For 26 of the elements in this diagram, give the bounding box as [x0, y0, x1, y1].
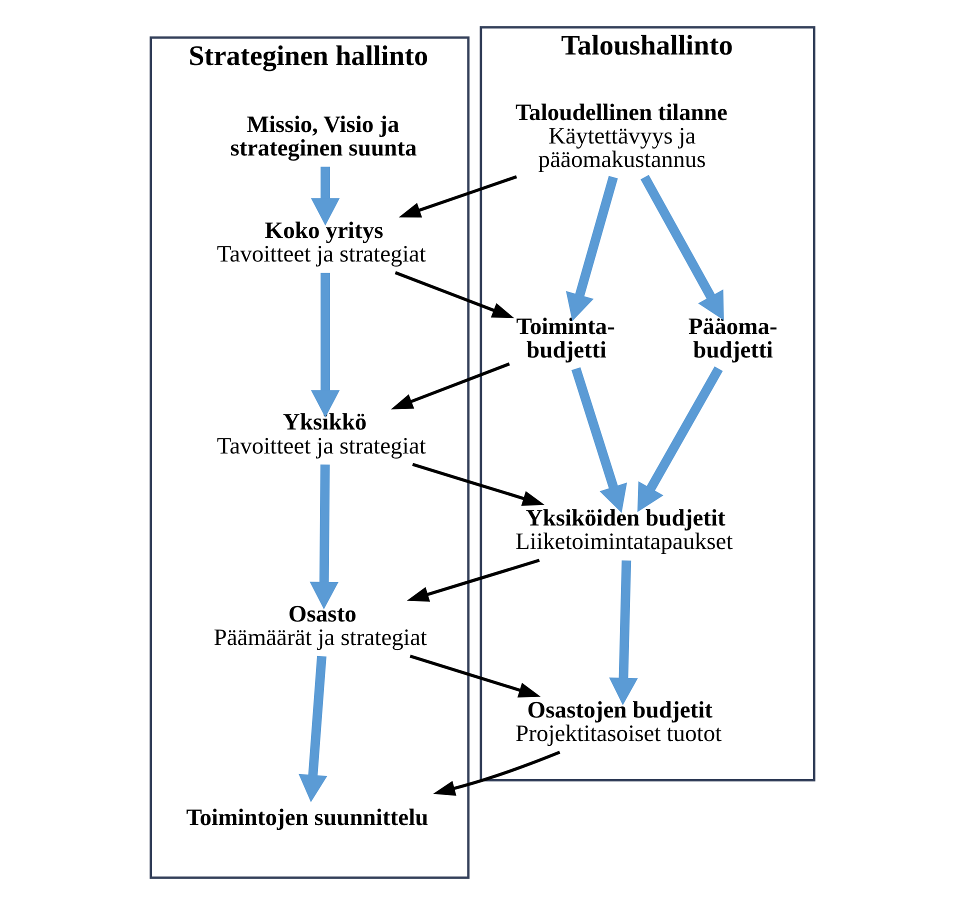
- arrow: [310, 166, 340, 226]
- arrow: [433, 750, 560, 796]
- node-text: Pääoma- budjetti: [688, 314, 778, 364]
- node-text: Toimintojen suunnittelu: [186, 805, 428, 832]
- node-text: Osastojen budjetit Projektitasoiset tuotot: [516, 697, 722, 747]
- node-text: Osasto Päämäärät ja strategiat: [214, 601, 427, 652]
- arrow: [571, 367, 628, 513]
- arrow: [410, 654, 541, 698]
- node-text: Yksiköiden budjetit Liiketoimintatapaukset: [516, 506, 733, 556]
- arrow: [412, 462, 545, 506]
- arrow: [566, 176, 618, 322]
- node-text: Taloudellinen tilanne Käytettävyys ja pääomakustannus: [516, 100, 728, 174]
- arrow: [394, 271, 514, 318]
- node-text: Missio, Visio ja strateginen suunta: [230, 112, 417, 162]
- arrow: [310, 464, 339, 610]
- arrow: [640, 174, 724, 320]
- arrow: [609, 560, 638, 706]
- arrow: [390, 362, 510, 410]
- arrow: [298, 656, 328, 802]
- node-text: Koko yritys Tavoitteet ja strategiat: [216, 218, 426, 268]
- arrow: [406, 558, 540, 602]
- node-text: Yksikkö Tavoitteet ja strategiat: [216, 410, 426, 460]
- arrow: [310, 272, 340, 418]
- arrow: [398, 175, 518, 218]
- arrow: [637, 366, 723, 512]
- node-text: Toiminta- budjetti: [516, 314, 615, 364]
